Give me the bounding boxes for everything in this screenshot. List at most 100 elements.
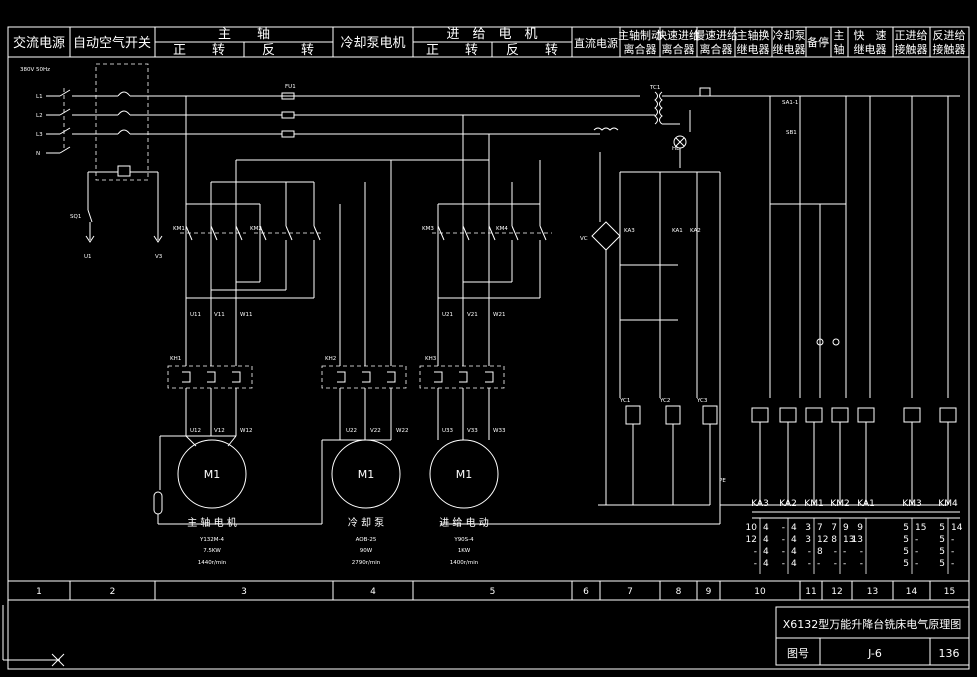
svg-text:V33: V33 [467,428,478,434]
title-block: X6132型万能升降台铣床电气原理图 图号 J-6 136 [775,606,970,666]
fig-number: J-6 [867,647,882,660]
column-number: 3 [241,587,247,597]
motor-feed: KM3 KM4 U21 V21 W21 KH3 U33 V33 W33 M1 进… [419,115,720,566]
svg-text:TC1: TC1 [649,85,660,91]
column-number: 7 [627,587,633,597]
header-col-5b: 继电器 [773,43,806,56]
ct-cell: 3 [805,535,811,545]
svg-text:V11: V11 [214,312,225,318]
header-col-6: 备停 [807,35,829,49]
ct-cell: 5 [903,547,909,557]
motor-3-caption: 进 给 电 动 [439,516,489,529]
yc2-coil [665,405,681,425]
line-l3: L3 [36,132,43,138]
ct-cell: 4 [763,547,769,557]
ct-cell: 5 [903,535,909,545]
header-col-8: 快 速 [854,29,887,42]
svg-text:1KW: 1KW [458,548,471,554]
column-number: 10 [754,587,766,597]
km2-contacts: KM2 [186,182,322,299]
kh1-relay: KH1 [167,356,253,436]
svg-text:W12: W12 [240,428,252,434]
svg-text:7.5KW: 7.5KW [203,548,221,554]
header-col-1: 主轴制动 [618,28,662,42]
ct-cell: 5 [939,523,945,533]
header-col-8b: 继电器 [854,43,887,56]
header-feed-fwd: 正 转 [426,43,478,58]
ct-cell: - [915,547,918,557]
column-number: 9 [706,587,712,597]
svg-text:1400r/min: 1400r/min [450,560,479,566]
svg-text:U22: U22 [346,428,357,434]
column-number: 15 [944,587,955,597]
header-row: 交流电源 自动空气开关 主 轴 正 转 反 转 冷却泵电机 进 给 电 机 正 … [7,27,969,58]
svg-text:2790r/min: 2790r/min [352,560,381,566]
svg-text:1440r/min: 1440r/min [198,560,227,566]
spindle-branch: KM1 KM2 U11 V11 W11 KH1 [159,96,489,490]
column-number: 8 [676,587,682,597]
svg-text:U12: U12 [190,428,201,434]
title-text: X6132型万能升降台铣床电气原理图 [783,617,962,631]
drawing-frame [7,26,970,670]
control-circuit: TC1 HL VC KA1 KA2 KA3 YC1 Y [580,85,960,524]
ct-cell: - [834,547,837,557]
svg-text:V21: V21 [467,312,478,318]
page-number: 136 [939,647,960,660]
coil-row [720,407,957,506]
header-ac-power: 交流电源 [13,35,65,51]
svg-text:U21: U21 [442,312,453,318]
svg-text:YC2: YC2 [659,398,670,404]
ct-km3: KM3 [902,499,921,509]
header-col-4b: 继电器 [737,43,770,56]
ct-cell: 4 [791,523,797,533]
column-number: 11 [805,587,816,597]
svg-text:AOB-25: AOB-25 [356,537,377,543]
svg-text:VC: VC [580,236,588,242]
power-supply: 380V 50Hz L1 L2 L3 N SQ1 U1 V3 [20,63,640,260]
header-col-9: 正进给 [895,29,928,42]
header-col-2: 快速进给 [656,29,700,42]
ct-cell: 5 [903,523,909,533]
svg-text:W22: W22 [396,428,408,434]
ct-cell: 5 [903,559,909,569]
ct-cell: 8 [817,547,823,557]
header-spindle-rev: 反 转 [262,43,314,58]
svg-text:Y132M-4: Y132M-4 [199,537,225,543]
svg-text:KH3: KH3 [425,356,437,362]
ct-cell: 3 [805,523,811,533]
fuses: FU1 [250,84,600,138]
header-col-7: 主 [834,29,845,42]
svg-text:W21: W21 [493,312,505,318]
ct-ka1: KA1 [857,499,875,509]
ct-cell: 5 [939,559,945,569]
svg-text:U33: U33 [442,428,454,434]
ucs-axis-icon [2,605,65,667]
ct-cell: 4 [763,559,769,569]
u1-label: U1 [84,254,92,260]
ct-km4: KM4 [938,499,958,509]
svg-text:Y90S-4: Y90S-4 [453,537,474,543]
ct-cell: - [808,559,811,569]
motor-3-label: M1 [456,468,473,481]
ct-cell: - [782,535,785,545]
ct-cell: - [843,547,846,557]
header-coolant-motor: 冷却泵电机 [340,36,405,51]
ct-cell: 14 [951,523,963,533]
ct-cell: 7 [817,523,823,533]
header-feed-rev: 反 转 [506,43,558,58]
header-spindle: 主 轴 [218,27,270,42]
contact-table: KA3 KA2 KM1 KM2 KA1 KM3 KM4 1012--4444--… [746,499,963,574]
header-dc-power: 直流电源 [574,36,618,50]
motor-spindle: M1 主 轴 电 机 Y132M-4 7.5KW 1440r/min [177,435,247,566]
ct-cell: - [817,559,820,569]
svg-text:SA1-1: SA1-1 [782,100,798,106]
svg-text:W11: W11 [240,312,252,318]
column-number: 4 [370,587,376,597]
ct-cell: 7 [831,523,837,533]
column-number: 13 [867,587,878,597]
sq1-label: SQ1 [70,214,81,220]
svg-text:90W: 90W [360,548,373,554]
ct-cell: 4 [763,523,769,533]
